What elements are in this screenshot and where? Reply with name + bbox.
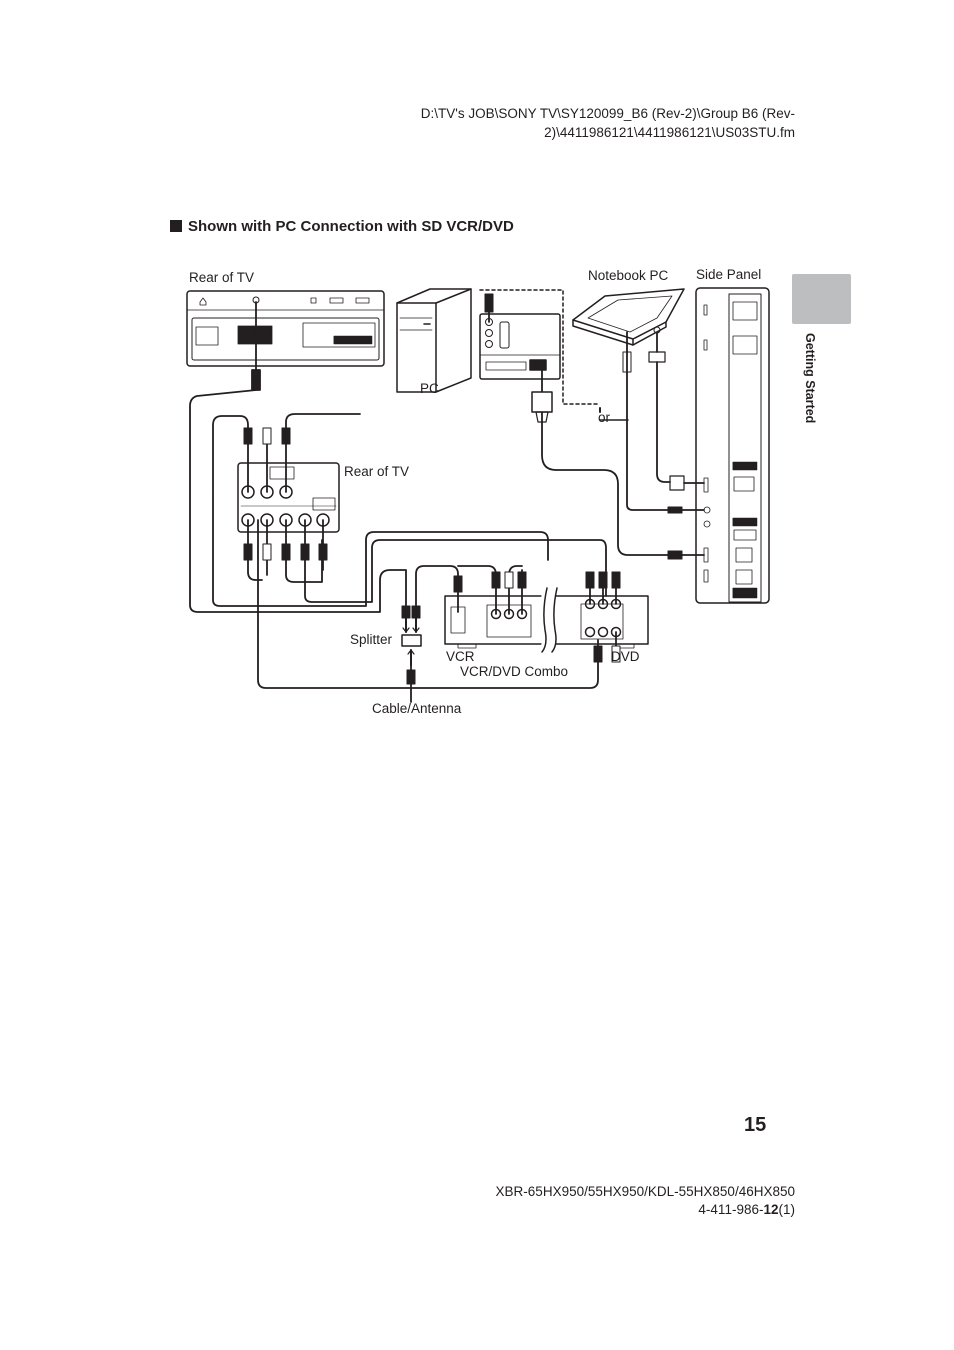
file-path-line2: 2)\4411986121\4411986121\US03STU.fm — [544, 125, 795, 140]
tv-rear-top-panel — [186, 290, 385, 367]
page-number: 15 — [744, 1114, 767, 1136]
label-rear-of-tv-top: Rear of TV — [189, 270, 255, 285]
model-line: XBR-65HX950/55HX950/KDL-55HX850/46HX850 — [495, 1184, 795, 1199]
label-vcr-dvd-combo: VCR/DVD Combo — [460, 664, 569, 679]
model-info: XBR-65HX950/55HX950/KDL-55HX850/46HX850 … — [496, 1183, 795, 1219]
label-or: or — [598, 410, 611, 425]
rca-plugs-top — [243, 427, 291, 445]
part-number-bold: 12 — [763, 1202, 779, 1217]
label-vcr: VCR — [446, 649, 475, 664]
section-title: Shown with PC Connection with SD VCR/DVD — [188, 218, 514, 235]
rca-plugs-dvd — [585, 571, 621, 663]
tv-side-panel — [695, 287, 770, 604]
chapter-tab — [792, 274, 851, 324]
file-path-line1: D:\TV's JOB\SONY TV\SY120099_B6 (Rev-2)\… — [420, 106, 795, 121]
splitter-plugs — [401, 605, 421, 685]
section-heading: Shown with PC Connection with SD VCR/DVD — [170, 218, 514, 235]
label-cable-antenna: Cable/Antenna — [372, 701, 462, 716]
notebook-pc — [572, 288, 685, 346]
label-side-panel: Side Panel — [696, 267, 762, 282]
square-bullet-icon — [170, 220, 182, 232]
splitter — [401, 617, 422, 666]
part-number: 4-411-986-12(1) — [496, 1201, 795, 1219]
pc-tower — [396, 288, 472, 393]
label-rear-of-tv-middle: Rear of TV — [344, 464, 410, 479]
rca-plugs-bottom — [243, 543, 328, 561]
label-splitter: Splitter — [350, 632, 393, 647]
file-path: D:\TV's JOB\SONY TV\SY120099_B6 (Rev-2)\… — [421, 104, 795, 142]
label-dvd: DVD — [611, 649, 640, 664]
rca-plugs-vcr — [453, 571, 527, 593]
dashed-connection-box — [479, 289, 601, 405]
part-number-suffix: (1) — [778, 1202, 796, 1217]
pc-back-panel — [479, 313, 561, 380]
label-pc: PC — [420, 381, 439, 396]
part-number-prefix: 4-411-986- — [698, 1202, 764, 1217]
label-notebook-pc: Notebook PC — [588, 268, 669, 283]
